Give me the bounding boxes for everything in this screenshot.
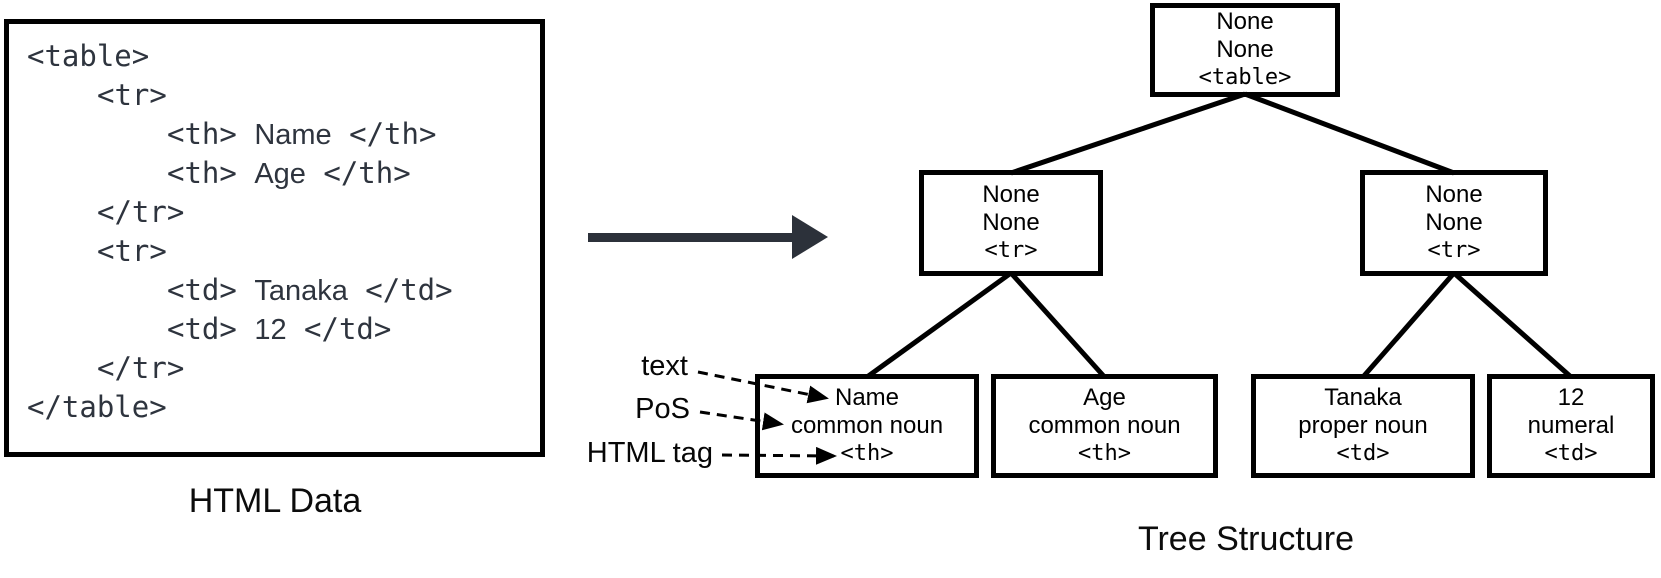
code-tag: <table> (27, 39, 150, 73)
node-pos-line: None (1425, 209, 1483, 236)
code-tag: <th> (167, 156, 237, 190)
node-text-line: Tanaka (1324, 384, 1402, 411)
code-line: </tr> (9, 193, 540, 232)
node-pos-line: common noun (1028, 412, 1181, 439)
annotation-label-pos: PoS (635, 393, 690, 425)
node-tag-line: <tr> (1427, 238, 1481, 263)
tree-edge-root-tr-right (1244, 91, 1455, 176)
code-tag: </table> (27, 390, 167, 424)
tree-edge-tr-left-th-name (865, 270, 1013, 380)
code-cell-value: Name (254, 119, 332, 151)
code-tag: </tr> (97, 351, 185, 385)
node-text-line: None (1425, 181, 1483, 208)
code-line: </tr> (9, 349, 540, 388)
node-pos-line: None (1216, 36, 1274, 63)
node-pos-line: common noun (790, 412, 944, 439)
html-data-caption: HTML Data (188, 482, 362, 520)
node-text-line: None (1216, 8, 1274, 35)
code-cell-value: Tanaka (254, 275, 348, 307)
html-code-box: <table><tr><th> Name </th><th> Age </th>… (4, 19, 545, 457)
annotation-label-tag: HTML tag (586, 437, 713, 469)
tree-edge-tr-left-th-age (1009, 271, 1107, 379)
node-tag-line: <th> (1078, 441, 1131, 466)
code-tag: <td> (167, 312, 237, 346)
node-tag-line: <td> (1544, 441, 1598, 466)
node-pos-line: proper noun (1298, 412, 1428, 439)
node-text-line: Name (834, 384, 900, 411)
tree-edge-tr-right-td-tanaka (1361, 271, 1456, 379)
annotation-label-text: text (641, 350, 688, 382)
code-line: <tr> (9, 76, 540, 115)
node-tag-line: <table> (1198, 65, 1292, 90)
code-line: <table> (9, 37, 540, 76)
node-tag-line: <tr> (984, 238, 1038, 263)
node-text-line: 12 (1557, 384, 1585, 411)
node-tag-line: <th> (840, 441, 894, 466)
code-line: <td> 12 </td> (9, 310, 540, 349)
node-pos-line: numeral (1527, 412, 1615, 439)
node-text-line: None (982, 181, 1040, 208)
tree-edge-root-tr-left (1010, 91, 1246, 176)
code-tag: </tr> (97, 195, 185, 229)
code-tag: </th> (349, 117, 437, 151)
code-line: </table> (9, 388, 540, 427)
code-tag: <th> (167, 117, 237, 151)
code-line: <th> Name </th> (9, 115, 540, 154)
node-pos-line: None (982, 209, 1040, 236)
code-tag: </td> (365, 273, 453, 307)
code-tag: <td> (167, 273, 237, 307)
code-cell-value: 12 (254, 314, 287, 346)
code-tag: <tr> (97, 78, 167, 112)
node-tag-line: <td> (1336, 441, 1390, 466)
tree-structure-caption: Tree Structure (1137, 520, 1355, 558)
tree-edge-tr-right-td-12 (1452, 271, 1573, 379)
code-line: <tr> (9, 232, 540, 271)
code-tag: </td> (304, 312, 392, 346)
code-tag: </th> (323, 156, 411, 190)
transform-right-arrow-icon (588, 215, 828, 259)
code-line: <th> Age </th> (9, 154, 540, 193)
code-tag: <tr> (97, 234, 167, 268)
node-text-line: Age (1083, 384, 1126, 411)
code-line: <td> Tanaka </td> (9, 271, 540, 310)
code-cell-value: Age (254, 158, 306, 190)
